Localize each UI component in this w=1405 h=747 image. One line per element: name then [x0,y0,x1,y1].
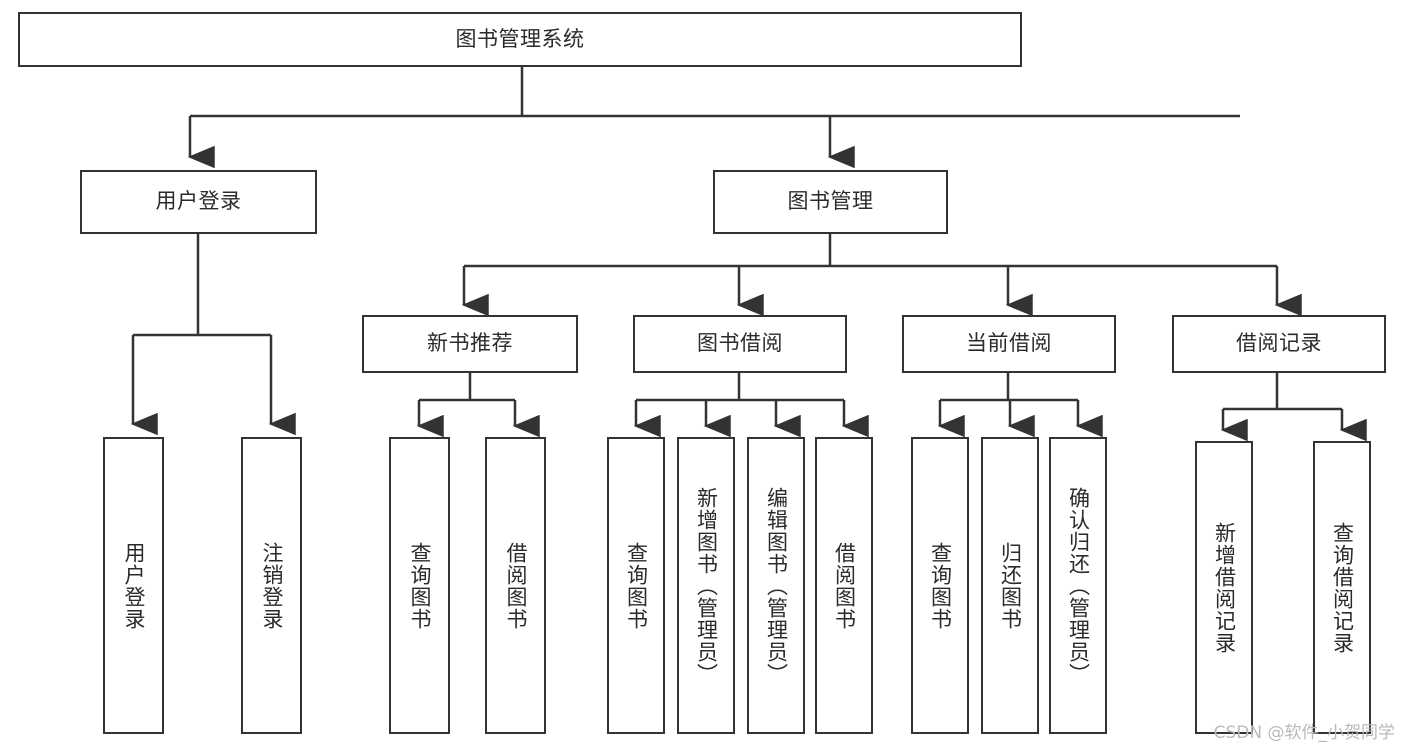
node-label: 图书管理 [787,189,874,214]
node-leaf-confirm-return-admin[interactable]: 确认归还（管理员） [1049,437,1107,734]
node-label: 归还图书 [998,541,1023,630]
node-leaf-borrow-book-2[interactable]: 借阅图书 [815,437,873,734]
node-leaf-borrow-book-1[interactable]: 借阅图书 [485,437,546,734]
node-label: 新书推荐 [427,331,513,356]
connector-borrowrecord-to-leaves [1220,373,1367,442]
node-label: 注销登录 [259,541,284,630]
node-leaf-query-borrow-record[interactable]: 查询借阅记录 [1313,441,1371,734]
node-label: 查询图书 [407,541,432,630]
node-label: 图书管理系统 [455,26,585,51]
connector-newbook-to-leaves [416,373,540,438]
node-label: 用户登录 [155,189,242,214]
node-new-book-recommendation[interactable]: 新书推荐 [362,315,578,373]
node-leaf-user-logout[interactable]: 注销登录 [241,437,302,734]
node-label: 用户登录 [121,541,146,630]
node-leaf-add-book-admin[interactable]: 新增图书（管理员） [677,437,735,734]
node-book-management[interactable]: 图书管理 [713,170,948,234]
node-borrow-record[interactable]: 借阅记录 [1172,315,1386,373]
node-leaf-query-book-2[interactable]: 查询图书 [607,437,665,734]
node-label: 查询借阅记录 [1330,521,1355,654]
connector-userlogin-to-leaves [130,234,296,436]
node-label: 编辑图书（管理员） [764,486,789,685]
node-label: 借阅记录 [1236,331,1322,356]
node-label: 借阅图书 [832,541,857,630]
node-current-borrow[interactable]: 当前借阅 [902,315,1116,373]
node-label: 查询图书 [624,541,649,630]
node-label: 借阅图书 [503,541,528,630]
node-label: 确认归还（管理员） [1066,486,1091,685]
node-book-borrow[interactable]: 图书借阅 [633,315,847,373]
node-label: 查询图书 [928,541,953,630]
connector-root-to-level2 [187,67,1240,169]
node-label: 新增图书（管理员） [694,486,719,685]
connector-bookborrow-to-leaves [633,373,869,438]
node-user-login[interactable]: 用户登录 [80,170,317,234]
node-leaf-query-book-1[interactable]: 查询图书 [389,437,450,734]
node-label: 当前借阅 [966,331,1052,356]
node-label: 图书借阅 [697,331,783,356]
connector-bookmanage-to-level3 [461,234,1302,317]
connector-currentborrow-to-leaves [937,373,1103,438]
node-leaf-return-book[interactable]: 归还图书 [981,437,1039,734]
node-label: 新增借阅记录 [1212,521,1237,654]
node-leaf-edit-book-admin[interactable]: 编辑图书（管理员） [747,437,805,734]
node-leaf-query-book-3[interactable]: 查询图书 [911,437,969,734]
node-root-book-management-system[interactable]: 图书管理系统 [18,12,1022,67]
node-leaf-user-login[interactable]: 用户登录 [103,437,164,734]
node-leaf-add-borrow-record[interactable]: 新增借阅记录 [1195,441,1253,734]
